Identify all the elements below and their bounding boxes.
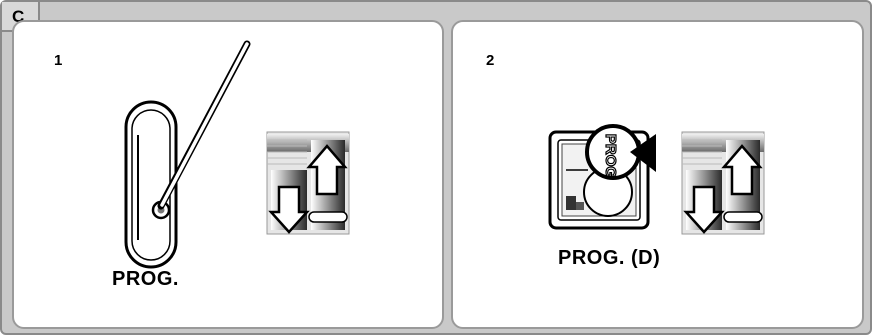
- prog-caption: PROG.: [112, 268, 179, 291]
- remote-with-pen-illustration: [104, 40, 254, 270]
- step-panel-1: 1: [12, 20, 444, 329]
- svg-text:PROG: PROG: [602, 134, 619, 178]
- wall-transmitter-illustration: PROG: [548, 110, 668, 230]
- step-panel-2: 2 PROG: [451, 20, 864, 329]
- step-number-2: 2: [486, 52, 494, 69]
- prog-d-caption: PROG. (D): [558, 247, 660, 270]
- step-number-1: 1: [54, 52, 62, 69]
- shutter-up-down-icon: [267, 132, 349, 234]
- shutter-up-down-icon: [682, 132, 764, 234]
